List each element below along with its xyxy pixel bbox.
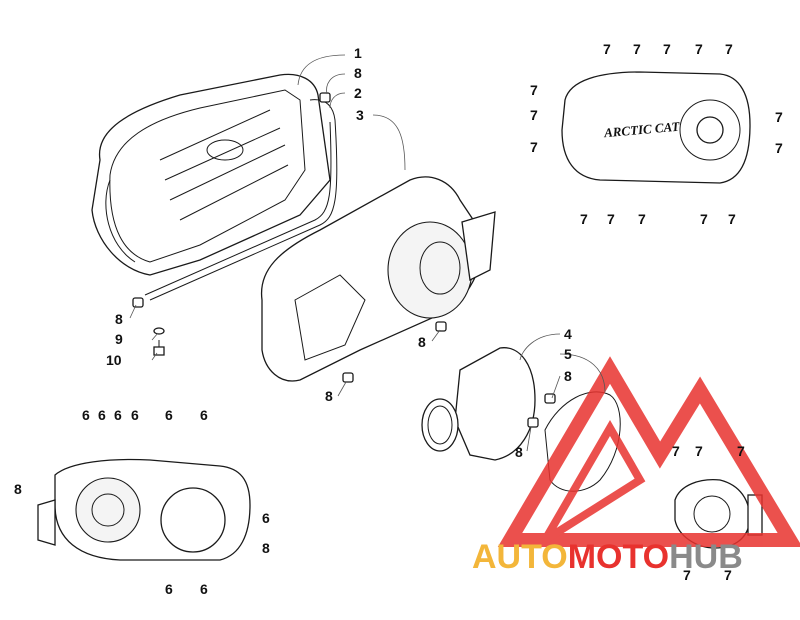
bottom-cover-screw-diagram (37, 458, 251, 561)
callout-8: 8 (354, 65, 362, 81)
callout-7: 7 (607, 211, 615, 227)
callout-6: 6 (82, 407, 90, 423)
callout-7: 7 (603, 41, 611, 57)
callout-7: 7 (775, 109, 783, 125)
callout-7: 7 (663, 41, 671, 57)
callout-6: 6 (98, 407, 106, 423)
callout-6: 6 (165, 581, 173, 597)
watermark-logo (497, 356, 800, 547)
callout-8: 8 (515, 444, 523, 460)
callout-7: 7 (683, 567, 691, 583)
callout-7: 7 (728, 211, 736, 227)
dowel-pin-8-low (342, 372, 354, 383)
dowel-pin-8-right2 (527, 417, 539, 428)
bolt-10 (153, 340, 165, 356)
callout-7: 7 (530, 107, 538, 123)
callout-7: 7 (725, 41, 733, 57)
inner-clutch-cover (260, 176, 496, 382)
callout-7: 7 (633, 41, 641, 57)
dowel-pin-8-top (319, 92, 331, 103)
air-intake-housing (421, 347, 536, 461)
callout-7: 7 (700, 211, 708, 227)
callout-6: 6 (114, 407, 122, 423)
watermark-text: AUTOMOTOHUB (472, 538, 743, 576)
callout-7: 7 (724, 567, 732, 583)
callout-8: 8 (418, 334, 426, 350)
callout-7: 7 (737, 443, 745, 459)
callout-7: 7 (530, 139, 538, 155)
callout-2: 2 (354, 85, 362, 101)
dowel-pin-8-left (132, 297, 144, 308)
callout-6: 6 (262, 510, 270, 526)
callout-8: 8 (14, 481, 22, 497)
callout-6: 6 (165, 407, 173, 423)
callout-labels: 1 8 2 3 8 9 10 8 8 4 5 8 8 7 7 7 7 7 7 7… (14, 41, 783, 597)
callout-7: 7 (695, 41, 703, 57)
bottom-right-assembly (674, 479, 763, 549)
callout-6: 6 (200, 581, 208, 597)
callout-1: 1 (354, 45, 362, 61)
cover-bolt-diagram: ARCTIC CAT (561, 71, 751, 184)
callout-8: 8 (115, 311, 123, 327)
callout-10: 10 (106, 352, 122, 368)
callout-7: 7 (775, 140, 783, 156)
callout-3: 3 (356, 107, 364, 123)
outer-clutch-cover (91, 73, 331, 276)
callout-5: 5 (564, 346, 572, 362)
leader-lines (129, 54, 606, 452)
callout-8: 8 (564, 368, 572, 384)
callout-7: 7 (530, 82, 538, 98)
cover-brand-text: ARCTIC CAT (602, 119, 681, 141)
washer-9 (153, 327, 165, 335)
callout-4: 4 (564, 326, 572, 342)
callout-6: 6 (200, 407, 208, 423)
callout-7: 7 (638, 211, 646, 227)
callout-7: 7 (672, 443, 680, 459)
callout-8: 8 (325, 388, 333, 404)
callout-7: 7 (580, 211, 588, 227)
callout-9: 9 (115, 331, 123, 347)
callout-7: 7 (695, 443, 703, 459)
dowel-pin-8-mid (435, 321, 447, 332)
callout-6: 6 (131, 407, 139, 423)
callout-8: 8 (262, 540, 270, 556)
dowel-pin-8-right1 (544, 393, 556, 404)
